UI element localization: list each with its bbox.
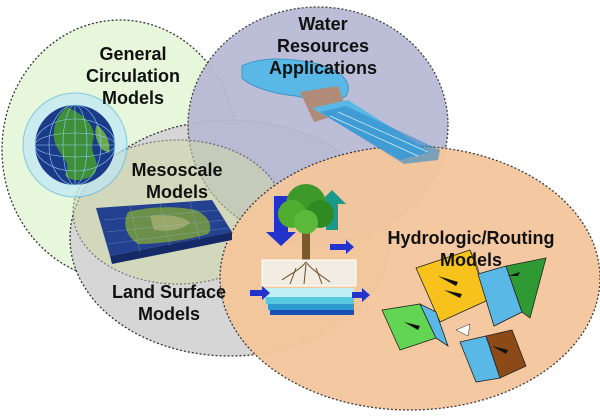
land-label-line-2: Models (138, 304, 200, 324)
hillslope-routing-icon (381, 249, 547, 383)
mesoscale-terrain-icon (96, 200, 232, 264)
gcm-label-line-2: Circulation (86, 66, 180, 86)
gcm-label-line-1: General (99, 44, 166, 64)
label-hydrologic-routing-models: Hydrologic/Routing Models (388, 228, 555, 270)
label-water-resources-applications: Water Resources Applications (269, 14, 377, 78)
label-mesoscale-models: Mesoscale Models (131, 160, 222, 202)
river-channel-icon (241, 58, 440, 164)
gcm-label-line-3: Models (102, 88, 164, 108)
meso-label-line-1: Mesoscale (131, 160, 222, 180)
water-label-line-3: Applications (269, 58, 377, 78)
water-label-line-1: Water (298, 14, 347, 34)
label-land-surface-models: Land Surface Models (112, 282, 226, 324)
tree-soil-column-icon (250, 184, 370, 315)
land-label-line-1: Land Surface (112, 282, 226, 302)
hydro-label-line-2: Models (440, 250, 502, 270)
water-label-line-2: Resources (277, 36, 369, 56)
label-general-circulation-models: General Circulation Models (86, 44, 180, 108)
hydro-label-line-1: Hydrologic/Routing (388, 228, 555, 248)
meso-label-line-2: Models (146, 182, 208, 202)
globe-icon (22, 92, 128, 198)
